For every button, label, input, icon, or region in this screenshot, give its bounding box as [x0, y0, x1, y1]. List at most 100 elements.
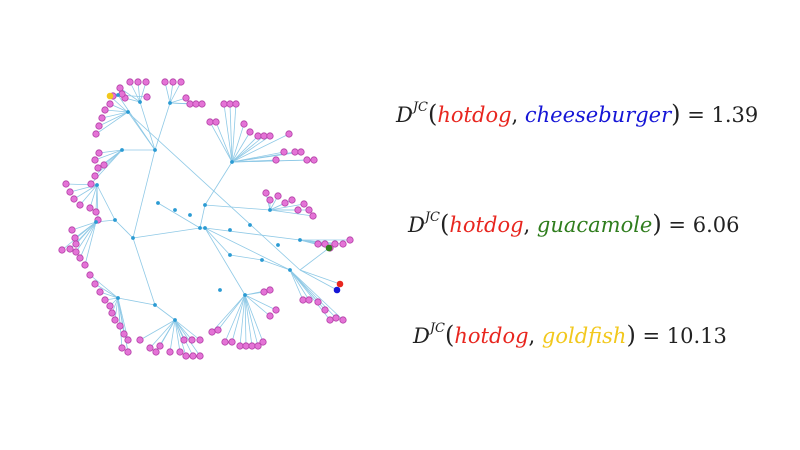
leaf-node	[91, 280, 99, 288]
tree-edge	[119, 87, 141, 103]
leaf-node	[274, 192, 282, 200]
tree-edge	[174, 319, 201, 341]
distance-symbol: D	[413, 324, 430, 348]
term-hotdog: hotdog	[454, 324, 529, 348]
leaf-node	[98, 114, 106, 122]
tree-edge	[231, 135, 259, 163]
tree-edge	[209, 121, 233, 163]
internal-node	[203, 203, 207, 207]
tree-edge	[229, 254, 263, 261]
leaf-node	[169, 78, 177, 86]
internal-node	[248, 223, 252, 227]
leaf-node	[314, 240, 322, 248]
leaf-node	[176, 348, 184, 356]
distance-symbol: D	[408, 213, 425, 237]
leaf-node	[142, 78, 150, 86]
leaf-node	[266, 286, 274, 294]
leaf-node	[116, 322, 124, 330]
leaf-node	[180, 336, 188, 344]
tree-edge	[223, 103, 233, 163]
leaf-node	[254, 342, 262, 350]
tree-edge	[244, 294, 264, 343]
tree-edge	[139, 101, 156, 151]
leaf-node	[189, 352, 197, 360]
leaf-node	[297, 148, 305, 156]
tree-edge	[149, 319, 176, 349]
tree-edge	[229, 103, 233, 163]
internal-node	[116, 93, 120, 97]
tree-edge	[169, 81, 182, 104]
leaf-node	[220, 100, 228, 108]
leaf-node	[240, 120, 248, 128]
tree-edge	[299, 269, 341, 285]
tree-edge	[204, 227, 291, 271]
leaf-node	[272, 306, 280, 314]
internal-node	[113, 218, 117, 222]
internal-node	[203, 226, 207, 230]
leaf-node	[305, 296, 313, 304]
internal-node	[268, 208, 272, 212]
leaf-node	[285, 130, 293, 138]
term-cheeseburger: cheeseburger	[524, 103, 672, 127]
leaf-node	[92, 130, 100, 138]
leaf-node	[81, 261, 89, 269]
internal-node	[95, 183, 99, 187]
internal-node	[131, 236, 135, 240]
tree-edge	[231, 133, 290, 163]
tree-edge	[204, 227, 246, 296]
tree-edge	[231, 103, 237, 163]
tree-edge	[204, 227, 231, 256]
leaf-node	[332, 314, 340, 322]
leaf-node	[198, 100, 206, 108]
leaf-node	[166, 348, 174, 356]
tree-edge	[261, 259, 291, 271]
leaf-node	[146, 344, 154, 352]
leaf-node	[309, 212, 317, 220]
internal-node	[126, 110, 130, 114]
tree-edge	[109, 95, 301, 271]
leaf-node	[305, 206, 313, 214]
leaf-node	[120, 330, 128, 338]
tree-edge	[79, 221, 97, 259]
internal-node	[173, 318, 177, 322]
distance-value: 10.13	[666, 324, 727, 348]
leaf-node	[76, 254, 84, 262]
leaf-node	[208, 328, 216, 336]
leaf-node	[232, 100, 240, 108]
tree-edge	[103, 149, 123, 166]
leaf-node	[192, 100, 200, 108]
leaf-node	[96, 288, 104, 296]
equation-hotdog-cheeseburger: DJC(hotdog, cheeseburger) = 1.39	[396, 100, 759, 128]
leaf-node	[266, 132, 274, 140]
tree-edge	[117, 297, 156, 306]
goldfish-leaf	[106, 92, 114, 100]
tree-edge	[224, 294, 246, 343]
tree-edge	[79, 184, 98, 206]
internal-node	[298, 238, 302, 242]
tree-edge	[96, 184, 116, 221]
leaf-node	[196, 352, 204, 360]
leaf-node	[134, 78, 142, 86]
tree-edge	[231, 135, 271, 163]
leaf-node	[126, 78, 134, 86]
leaf-node	[248, 342, 256, 350]
leaf-node	[106, 302, 114, 310]
internal-node	[156, 201, 160, 205]
internal-node	[260, 258, 264, 262]
tree-edge	[132, 237, 156, 306]
tree-edge	[104, 109, 129, 113]
tree-edge	[204, 161, 233, 206]
leaf-node	[242, 342, 250, 350]
leaf-node	[262, 189, 270, 197]
leaf-node	[272, 156, 280, 164]
hotdog-leaf	[336, 280, 344, 288]
tree-edge	[174, 319, 181, 353]
internal-node	[188, 213, 192, 217]
internal-node	[228, 253, 232, 257]
leaf-node	[246, 128, 254, 136]
leaf-node	[214, 326, 222, 334]
cheeseburger-leaf	[333, 286, 341, 294]
leaf-node	[111, 316, 119, 324]
internal-node	[276, 243, 280, 247]
